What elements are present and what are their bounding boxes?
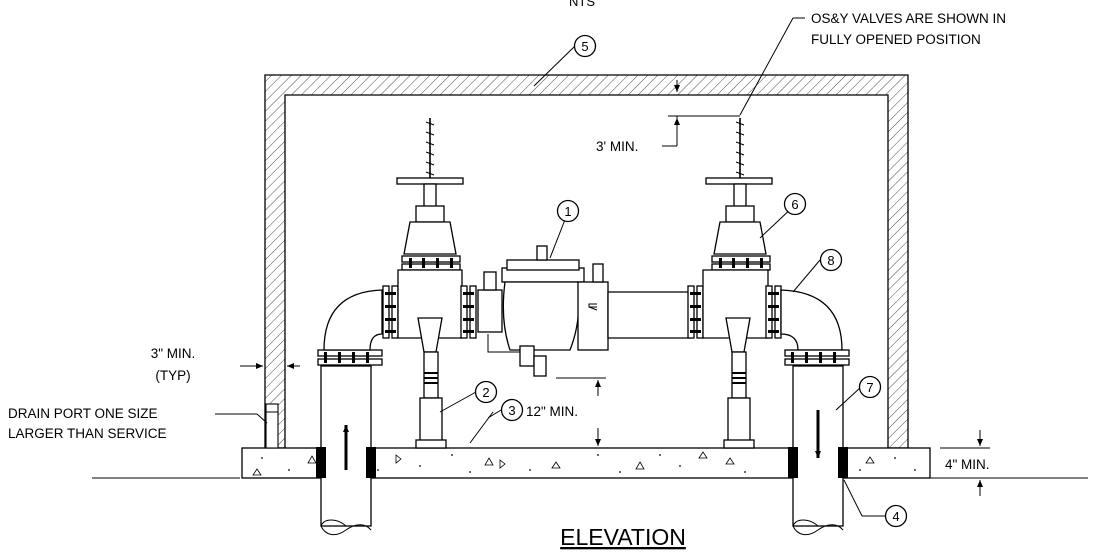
left-handwheel bbox=[396, 177, 464, 185]
callout-5: 5 bbox=[573, 34, 597, 58]
right-handwheel bbox=[705, 177, 773, 185]
note-osy-line1: OS&Y VALVES ARE SHOWN IN bbox=[811, 11, 1006, 26]
outlet-riser-pipe bbox=[784, 349, 850, 536]
callout-1: 1 bbox=[556, 199, 580, 223]
note-osy-line2: FULLY OPENED POSITION bbox=[811, 32, 981, 47]
callout-8-label: 8 bbox=[827, 253, 834, 268]
dimension-4in-pad bbox=[940, 430, 990, 496]
callout-4-label: 4 bbox=[892, 509, 899, 524]
callout-6-label: 6 bbox=[791, 197, 798, 212]
callout-7-label: 7 bbox=[866, 380, 873, 395]
drain-port bbox=[265, 403, 279, 449]
callout-8: 8 bbox=[819, 248, 843, 272]
note-clear-floor: 12" MIN. bbox=[526, 404, 578, 419]
note-pad-thickness: 4" MIN. bbox=[945, 457, 990, 472]
dimension-3ft-top bbox=[662, 80, 740, 147]
dimension-3in-side bbox=[240, 358, 300, 400]
dimension-12in-floor bbox=[556, 377, 606, 446]
left-osy-gate-valve bbox=[396, 118, 477, 339]
callout-2-label: 2 bbox=[482, 385, 489, 400]
note-drain-line2: LARGER THAN SERVICE bbox=[8, 426, 167, 441]
callout-5-label: 5 bbox=[581, 39, 588, 54]
callout-1-label: 1 bbox=[564, 204, 571, 219]
flow-direction-mark bbox=[588, 303, 598, 311]
callout-7: 7 bbox=[858, 375, 882, 399]
left-pipe-stand bbox=[415, 317, 447, 449]
note-drain-line1: DRAIN PORT ONE SIZE bbox=[8, 406, 158, 421]
scale-note: NTS bbox=[569, 0, 595, 9]
backflow-preventer-assembly bbox=[477, 245, 704, 377]
right-pipe-stand bbox=[723, 317, 755, 449]
callout-6: 6 bbox=[783, 192, 807, 216]
callout-4: 4 bbox=[884, 504, 908, 528]
callout-3: 3 bbox=[500, 398, 524, 422]
drawing-title: ELEVATION bbox=[560, 524, 686, 550]
inlet-riser-pipe bbox=[316, 349, 383, 536]
callout-2: 2 bbox=[474, 380, 498, 404]
note-clear-side-1: 3" MIN. bbox=[151, 346, 196, 361]
outlet-elbow bbox=[780, 289, 843, 351]
inlet-elbow bbox=[323, 285, 399, 351]
right-osy-gate-valve bbox=[702, 118, 782, 339]
callout-3-label: 3 bbox=[508, 403, 515, 418]
concrete-speckle bbox=[252, 451, 875, 476]
concrete-dots bbox=[261, 454, 916, 473]
note-clear-top: 3' MIN. bbox=[596, 139, 638, 154]
note-clear-side-2: (TYP) bbox=[155, 368, 190, 383]
